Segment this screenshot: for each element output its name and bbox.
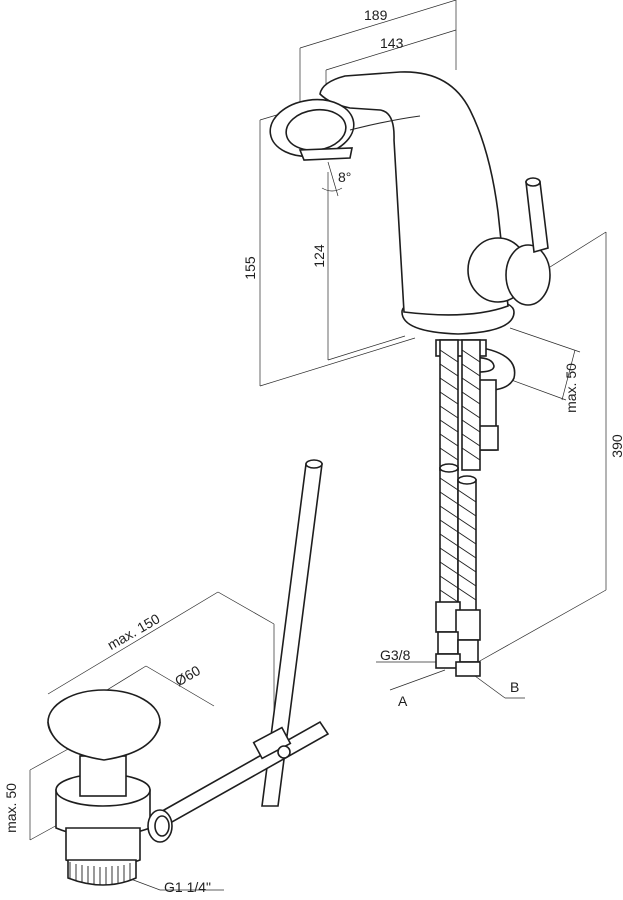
dim-143-line	[325, 29, 457, 71]
lever-tip	[525, 177, 541, 187]
waste-thread	[67, 859, 137, 886]
dim-155-ext-bottom	[259, 337, 416, 387]
label-124: 124	[311, 244, 327, 268]
label-a: A	[398, 693, 408, 709]
label-390: 390	[609, 434, 623, 458]
label-155: 155	[242, 256, 258, 280]
dim-max50-ext-bottom	[505, 377, 567, 401]
connector-b-nut	[455, 661, 481, 677]
dim-max50-ext-top	[509, 327, 581, 353]
dim-60-ext	[145, 665, 215, 707]
plug-stem	[79, 755, 127, 797]
label-b: B	[510, 679, 519, 695]
dim-max50-waste-ext-top	[29, 747, 71, 771]
label-g38: G3/8	[380, 647, 411, 663]
spout-seam	[349, 115, 421, 131]
hose-upper-braid	[439, 349, 481, 461]
pivot-rod	[162, 720, 330, 824]
hose-upper-b	[461, 339, 481, 471]
dim-189-line	[299, 0, 457, 49]
dim-max50-line	[561, 349, 576, 401]
connector-a-nut	[435, 653, 461, 669]
waste-thread-hatch	[69, 862, 131, 885]
dim-124-ext-bottom	[327, 335, 406, 361]
waste-side-port-inner	[154, 815, 170, 837]
leader-g114	[127, 877, 161, 891]
hose-upper-a	[439, 339, 459, 471]
hoses	[435, 339, 481, 677]
label-8-deg: 8°	[338, 169, 351, 185]
faucet	[269, 71, 551, 335]
dim-390-ext-bottom	[477, 589, 607, 663]
plug-head-rim	[47, 721, 161, 761]
pop-up-waste	[29, 459, 330, 891]
clevis-screw	[277, 745, 291, 759]
clevis	[252, 726, 292, 760]
label-dia60: Ø60	[172, 662, 203, 689]
dim-max150-line	[47, 591, 219, 695]
hose-lower-a-top	[439, 463, 459, 473]
aerator	[298, 147, 353, 161]
lever-cap	[505, 244, 551, 306]
dimension-lines	[259, 0, 607, 699]
leader-b	[474, 675, 506, 699]
label-189: 189	[364, 7, 388, 23]
hose-lower-braid	[439, 477, 477, 603]
connector-a-mid	[437, 631, 459, 655]
label-143: 143	[380, 35, 404, 51]
leader-a	[389, 669, 446, 691]
label-g114: G1 1/4"	[164, 879, 211, 895]
label-max50-faucet: max. 50	[563, 363, 579, 413]
dim-max150-ext-right	[217, 591, 275, 625]
label-max50-waste: max. 50	[3, 783, 19, 833]
lift-rod-tip	[305, 459, 323, 469]
faucet-body	[319, 71, 509, 316]
fixing-kit	[435, 339, 516, 451]
lever-handle	[525, 181, 549, 254]
label-max150: max. 150	[105, 610, 163, 653]
connector-b-upper	[455, 609, 481, 641]
connector-b-mid	[457, 639, 479, 663]
hose-lower-b-top	[457, 475, 477, 485]
dim-angle-arc	[321, 187, 343, 192]
